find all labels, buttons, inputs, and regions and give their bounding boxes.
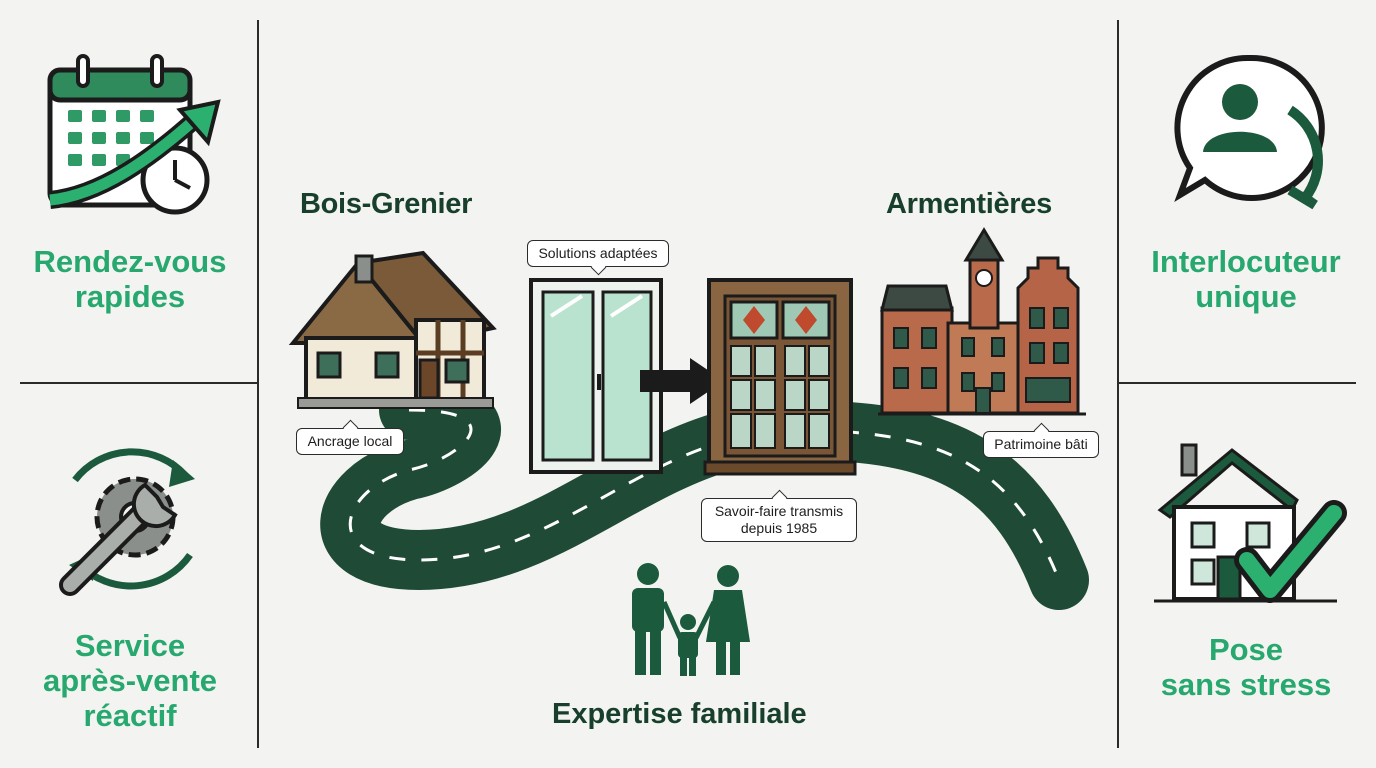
right-horizontal-divider [1118,382,1356,384]
timbered-house-icon [288,250,497,409]
wrench-gear-icon [59,448,195,596]
road [320,380,1089,610]
transform-arrow-icon [640,358,724,404]
interlocuteur-title: Interlocuteur unique [1151,244,1341,314]
right-town-title: Armentières [886,188,1052,220]
right-vertical-divider [1117,20,1119,748]
callout-savoir: Savoir-faire transmis depuis 1985 [701,498,857,542]
rendez-vous-title: Rendez-vous rapides [33,244,227,314]
house-check-icon [1154,443,1347,603]
expertise-title: Expertise familiale [552,698,807,730]
wooden-window-icon [703,278,857,476]
callout-patrimoine: Patrimoine bâti [983,431,1099,458]
family-icon [632,563,750,676]
pose-title: Pose sans stress [1160,632,1332,702]
town-buildings-icon [878,227,1086,416]
left-vertical-divider [257,20,259,748]
callout-local: Ancrage local [296,428,404,455]
callout-solutions: Solutions adaptées [527,240,669,267]
pvc-window-icon [529,278,663,474]
service-title: Service après-vente réactif [42,628,218,733]
calendar-arrow-icon [47,54,221,215]
person-chat-icon [1174,54,1325,210]
left-horizontal-divider [20,382,258,384]
left-town-title: Bois-Grenier [300,188,473,220]
